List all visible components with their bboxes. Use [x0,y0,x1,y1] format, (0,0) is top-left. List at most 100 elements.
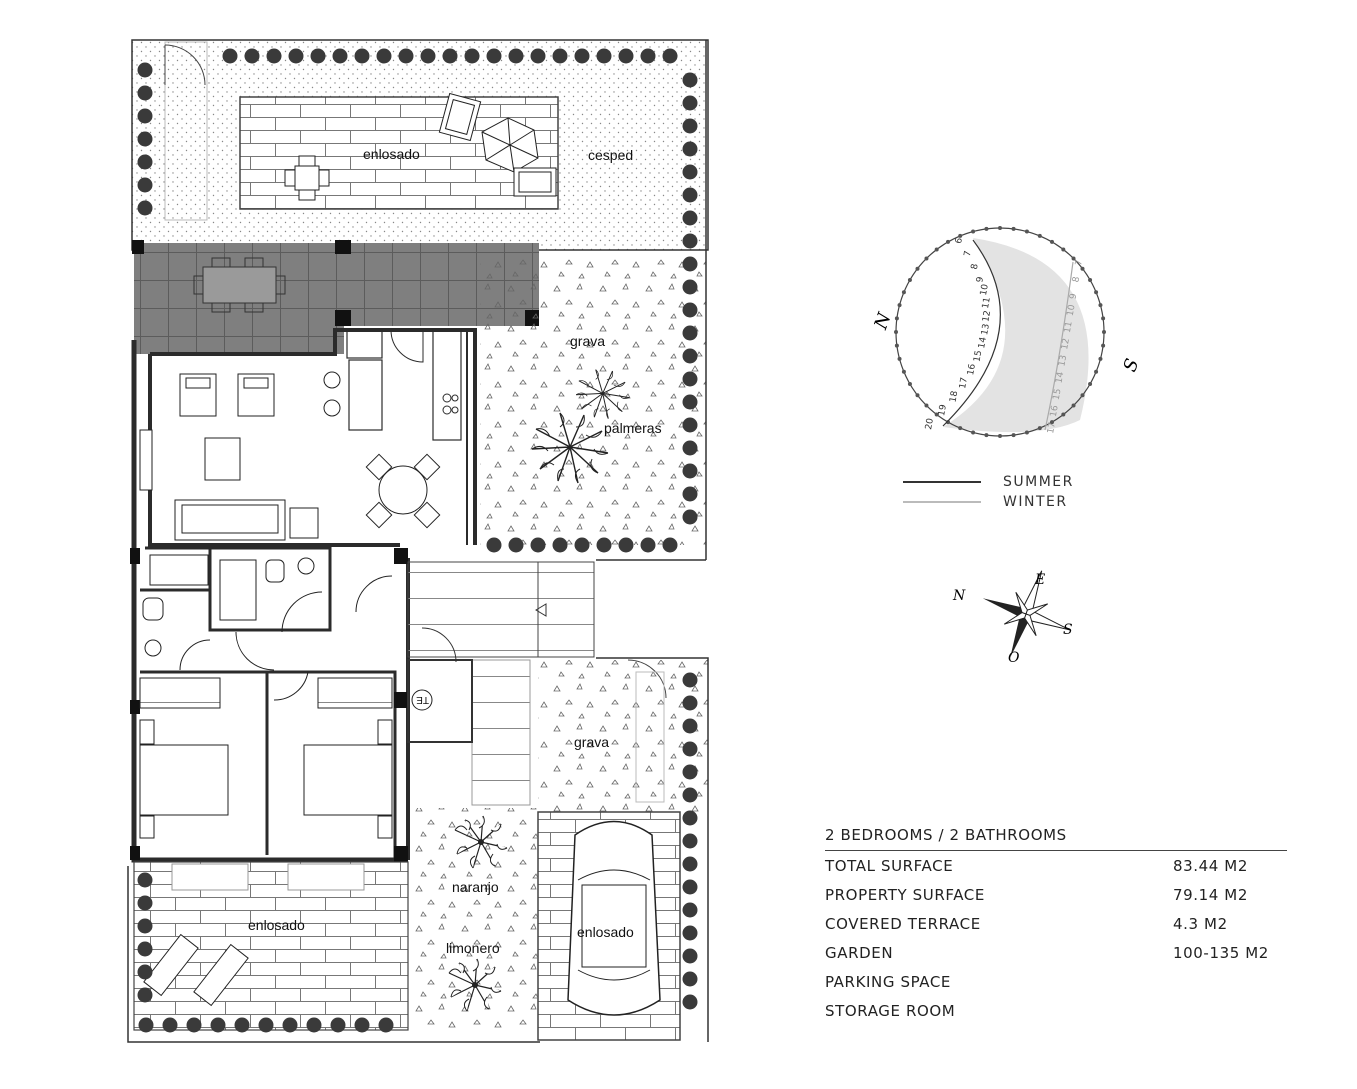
shrub-icon [420,48,436,64]
sun-ring-dot [1011,433,1016,438]
shrub-icon [618,537,634,553]
shrub-icon [682,925,698,941]
sun-ring-dot [946,420,950,425]
shrub-icon [682,994,698,1010]
sun-ring-dot [1102,330,1106,334]
shrub-icon [222,48,238,64]
label-palmeras: palmeras [604,420,662,436]
sun-ring-dot [1071,256,1076,261]
living-furniture [139,371,441,541]
shrub-icon [137,895,153,911]
shrub-icon [332,48,348,64]
sun-ring-dot [934,247,939,252]
shrub-icon [137,987,153,1003]
summer-hour-label: 11 [981,297,993,310]
shrub-icon [530,537,546,553]
shrub-icon [378,1017,394,1033]
spec-value: 4.3 M2 [1173,914,1228,933]
shrub-icon [682,509,698,525]
shrub-icon [234,1017,250,1033]
sun-ring-dot [1037,233,1042,238]
summer-hour-label: 8 [970,263,981,271]
top-garden [131,39,709,251]
loungers-umbrella [438,92,557,197]
sun-ring-dot [1101,316,1106,321]
shrub-icon [137,108,153,124]
shrub-icon [682,417,698,433]
legend-winter-label: WINTER [1003,494,1068,510]
shrub-icon [574,537,590,553]
shrub-icon [552,48,568,64]
lower-right-gravel [538,657,709,1042]
sun-ring-dot [924,256,929,261]
sun-ring-dot [998,434,1002,438]
sun-ring-dot [907,382,912,386]
compass-o: O [1008,650,1020,666]
sun-ring-dot [894,316,899,321]
shrub-icon [138,1017,154,1033]
shrub-icon [486,48,502,64]
sun-ring-dot [971,430,976,435]
shrub-icon [486,537,502,553]
label-naranjo: naranjo [452,879,499,895]
winter-hour-label: 7 [1074,259,1085,266]
spec-value: 79.14 M2 [1173,885,1248,904]
label-enlosado-bottom: enlosado [248,917,305,933]
shrub-icon [137,941,153,957]
legend-winter-line [903,501,981,503]
terrace-dining-table [193,257,286,313]
sun-path-legend: SUMMER WINTER [903,472,1074,512]
shrub-icon [330,1017,346,1033]
shrub-icon [682,141,698,157]
label-grava-lower: grava [574,734,609,750]
shrub-icon [186,1017,202,1033]
entrance-stairs [407,561,595,806]
sun-ring-dot [958,426,963,431]
shrub-icon [682,256,698,272]
sun-ring-dot [1098,356,1103,361]
sun-ring-dot [984,226,989,231]
sun-ring-dot [1011,226,1016,231]
shrub-icon [137,200,153,216]
shrub-icon [682,486,698,502]
shrub-icon [258,1017,274,1033]
winter-hour-label: 12 [1060,338,1072,351]
shrub-icon [682,348,698,364]
shrub-icon [288,48,304,64]
spec-label: PROPERTY SURFACE [825,885,985,904]
sun-ring-dot [901,369,906,374]
legend-summer: SUMMER [903,472,1074,492]
shrub-icon [682,233,698,249]
sun-ring-dot [1080,266,1085,271]
sun-ring-dot [1024,229,1029,234]
spec-row: PROPERTY SURFACE 79.14 M2 [825,880,1287,909]
spec-value: 83.44 M2 [1173,856,1248,875]
fruit-garden [410,808,538,1030]
shrub-icon [508,537,524,553]
sun-ring-dot [1094,290,1099,295]
summer-hour-label: 6 [954,237,965,245]
shrub-icon [682,325,698,341]
shrub-icon [398,48,414,64]
shrub-icon [310,48,326,64]
sun-ring-dot [1101,343,1106,348]
spec-label: PARKING SPACE [825,972,951,991]
shrub-icon [662,48,678,64]
sun-ring-dot [894,343,899,348]
sun-ring-dot [998,226,1002,230]
winter-hour-label: 8 [1071,276,1082,284]
sun-ring-dot [1088,382,1093,386]
shrub-icon [244,48,260,64]
compass-e: E [1034,572,1045,588]
winter-hour-label: 11 [1063,321,1075,334]
shrub-icon [137,85,153,101]
shrub-icon [682,879,698,895]
winter-hour-label: 10 [1066,304,1078,317]
sun-ring-dot [1050,239,1054,244]
winter-hour-label: 13 [1057,354,1069,367]
shrub-icon [137,62,153,78]
shrub-icon [662,537,678,553]
